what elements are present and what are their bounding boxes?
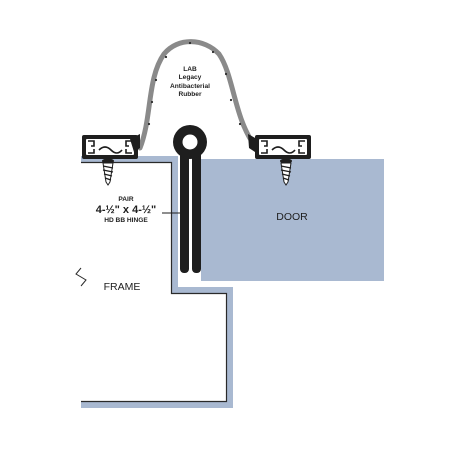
frame-profile-outer xyxy=(81,156,233,408)
frame-label: FRAME xyxy=(103,281,141,293)
retainer-right xyxy=(248,134,311,159)
hinge-pin xyxy=(182,134,198,150)
rubber-seal xyxy=(137,39,258,151)
hinge-label-type: HD BB HINGE xyxy=(104,217,148,224)
door-frame xyxy=(75,156,233,408)
hinge-leaf-door xyxy=(192,149,201,273)
rubber-label-line1: LAB xyxy=(183,66,197,73)
rubber-texture-dots xyxy=(147,41,242,126)
rubber-label-line3: Antibacterial xyxy=(170,82,210,90)
door-panel xyxy=(201,159,384,281)
hinge-label: PAIR 4-½" x 4-½" HD BB HINGE xyxy=(86,195,166,225)
rubber-bulb xyxy=(137,39,258,151)
screw-right-icon xyxy=(280,158,292,186)
retainer-left xyxy=(82,134,140,159)
rubber-label: LAB Legacy Antibacterial Rubber xyxy=(150,66,230,100)
frame-break-line xyxy=(75,267,87,287)
hinge-label-size: 4-½" x 4-½" xyxy=(95,204,157,216)
hinge-leaf-frame xyxy=(180,149,189,273)
hinge xyxy=(173,125,207,273)
rubber-label-line2: Legacy xyxy=(178,74,202,82)
door-label: DOOR xyxy=(276,211,308,223)
frame-profile-inner xyxy=(81,161,228,403)
rubber-label-line4: Rubber xyxy=(178,91,202,99)
hinge-label-pair: PAIR xyxy=(118,196,134,203)
screw-left-icon xyxy=(102,158,114,186)
